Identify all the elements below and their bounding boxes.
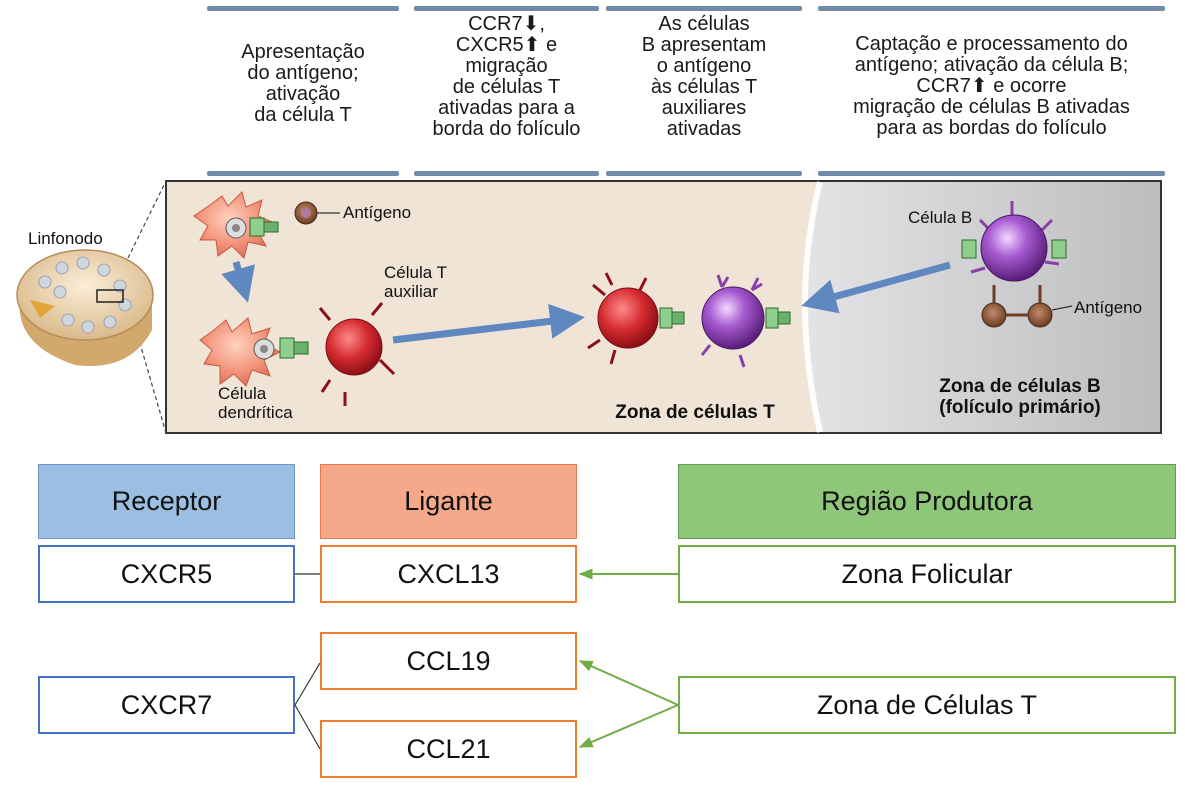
dendritic-cell-bottom: [199, 317, 282, 387]
helper-t-cell-2: [587, 272, 659, 365]
lymph-node-label: Linfonodo: [28, 229, 103, 248]
antigen-top: [294, 201, 340, 225]
header-bar-2: [414, 6, 599, 11]
region-zona-celulas-t: Zona de Células T: [678, 676, 1176, 734]
ligand-cxcl13: CXCL13: [320, 545, 577, 603]
header-region: Região Produtora: [678, 464, 1176, 539]
lymph-node-illustration: [16, 249, 154, 366]
b-cell-right: [970, 201, 1060, 282]
lymph-node-diagram: [16, 180, 1162, 434]
dendritic-cell-top: [193, 191, 274, 259]
step-3-text: As células B apresentam o antígeno às cé…: [641, 13, 767, 140]
antigen-cluster-right: [981, 285, 1073, 328]
region-zona-folicular: Zona Folicular: [678, 545, 1176, 603]
step-4-text: Captação e processamento do antígeno; at…: [853, 33, 1130, 139]
header-bar-4: [818, 6, 1165, 11]
t-zone-label: Zona de células T: [615, 402, 775, 423]
header-bar-1: [207, 6, 399, 11]
helper-t-label: Célula T auxiliar: [384, 263, 447, 301]
footer-bar-2: [414, 171, 599, 176]
footer-bar-4: [818, 171, 1165, 176]
ligand-ccl21: CCL21: [320, 720, 577, 778]
footer-bar-1: [207, 171, 399, 176]
header-receptor: Receptor: [38, 464, 295, 539]
header-bar-3: [606, 6, 802, 11]
b-cell-label: Célula B: [908, 208, 973, 227]
step-2-text: CCR7⬇, CXCR5⬆ e migração de células T at…: [432, 13, 581, 140]
step-1-text: Apresentação do antígeno; ativação da cé…: [241, 41, 365, 126]
antigen-top-label: Antígeno: [343, 203, 412, 222]
ligand-ccl19: CCL19: [320, 632, 577, 690]
dendritic-label: Célula dendrítica: [218, 384, 293, 422]
receptor-cxcr5: CXCR5: [38, 545, 295, 603]
receptor-cxcr7: CXCR7: [38, 676, 295, 734]
b-zone-label: Zona de células B (folículo primário): [939, 376, 1101, 418]
helper-t-cell-1: [318, 302, 396, 406]
b-cell-center: [700, 274, 765, 368]
header-ligand: Ligante: [320, 464, 577, 539]
footer-bar-3: [606, 171, 802, 176]
antigen-right-label: Antígeno: [1074, 298, 1143, 317]
